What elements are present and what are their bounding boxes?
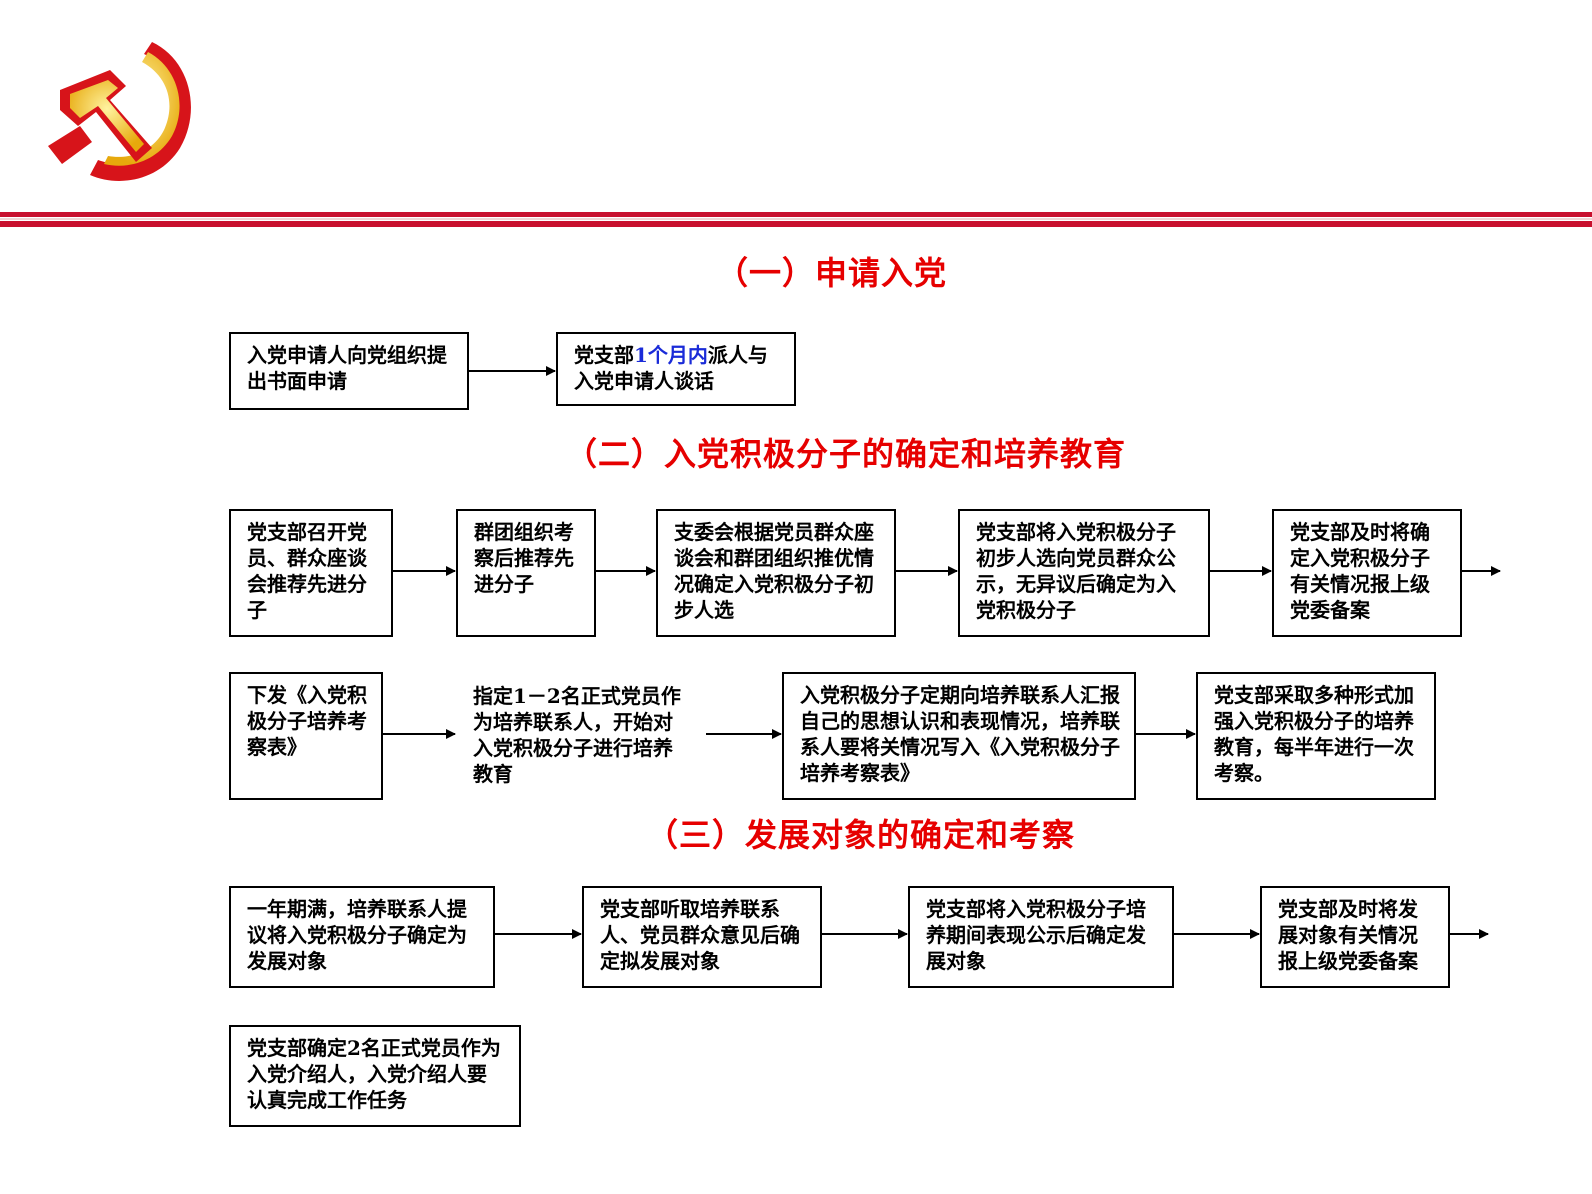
step-text: 派人与入党申请人谈话 bbox=[574, 343, 768, 393]
step-issue-form: 下发《入党积极分子培养考察表》 bbox=[229, 672, 383, 800]
step-report-candidate: 党支部及时将发展对象有关情况报上级党委备案 bbox=[1260, 886, 1450, 988]
step-report-record: 党支部及时将确定入党积极分子有关情况报上级党委备案 bbox=[1272, 509, 1462, 637]
step-recommend-by-groups: 群团组织考察后推荐先进分子 bbox=[456, 509, 596, 637]
step-written-application: 入党申请人向党组织提出书面申请 bbox=[229, 332, 469, 410]
step-draft-candidate: 党支部听取培养联系人、党员群众意见后确定拟发展对象 bbox=[582, 886, 822, 988]
step-recommend-by-meeting: 党支部召开党员、群众座谈会推荐先进分子 bbox=[229, 509, 393, 637]
header-stripe bbox=[0, 212, 1592, 217]
step-committee-candidate: 支委会根据党员群众座谈会和群团组织推优情况确定入党积极分子初步人选 bbox=[656, 509, 896, 637]
step-periodic-report: 入党积极分子定期向培养联系人汇报自己的思想认识和表现情况，培养联系人要将关情况写… bbox=[782, 672, 1136, 800]
section-title-activist: （二）入党积极分子的确定和培养教育 bbox=[565, 435, 1127, 473]
step-propose-candidate: 一年期满，培养联系人提议将入党积极分子确定为发展对象 bbox=[229, 886, 495, 988]
header-stripe bbox=[0, 221, 1592, 227]
step-confirm-candidate: 党支部将入党积极分子培养期间表现公示后确定发展对象 bbox=[908, 886, 1174, 988]
section-title-candidate: （三）发展对象的确定和考察 bbox=[646, 816, 1076, 854]
step-party-branch-talk: 党支部1个月内派人与入党申请人谈话 bbox=[556, 332, 796, 406]
time-limit-highlight: 1个月内 bbox=[634, 343, 708, 367]
party-emblem-logo bbox=[48, 42, 191, 181]
section-title-apply: （一）申请入党 bbox=[716, 254, 948, 292]
header-stripe-light bbox=[0, 218, 1592, 220]
step-training-review: 党支部采取多种形式加强入党积极分子的培养教育，每半年进行一次考察。 bbox=[1196, 672, 1436, 800]
step-assign-contacts: 指定1－2名正式党员作为培养联系人，开始对入党积极分子进行培养教育 bbox=[473, 684, 681, 786]
step-introducers: 党支部确定2名正式党员作为入党介绍人，入党介绍人要认真完成工作任务 bbox=[229, 1025, 521, 1127]
step-text: 党支部 bbox=[574, 343, 634, 367]
step-public-notice: 党支部将入党积极分子初步人选向党员群众公示，无异议后确定为入党积极分子 bbox=[958, 509, 1210, 637]
